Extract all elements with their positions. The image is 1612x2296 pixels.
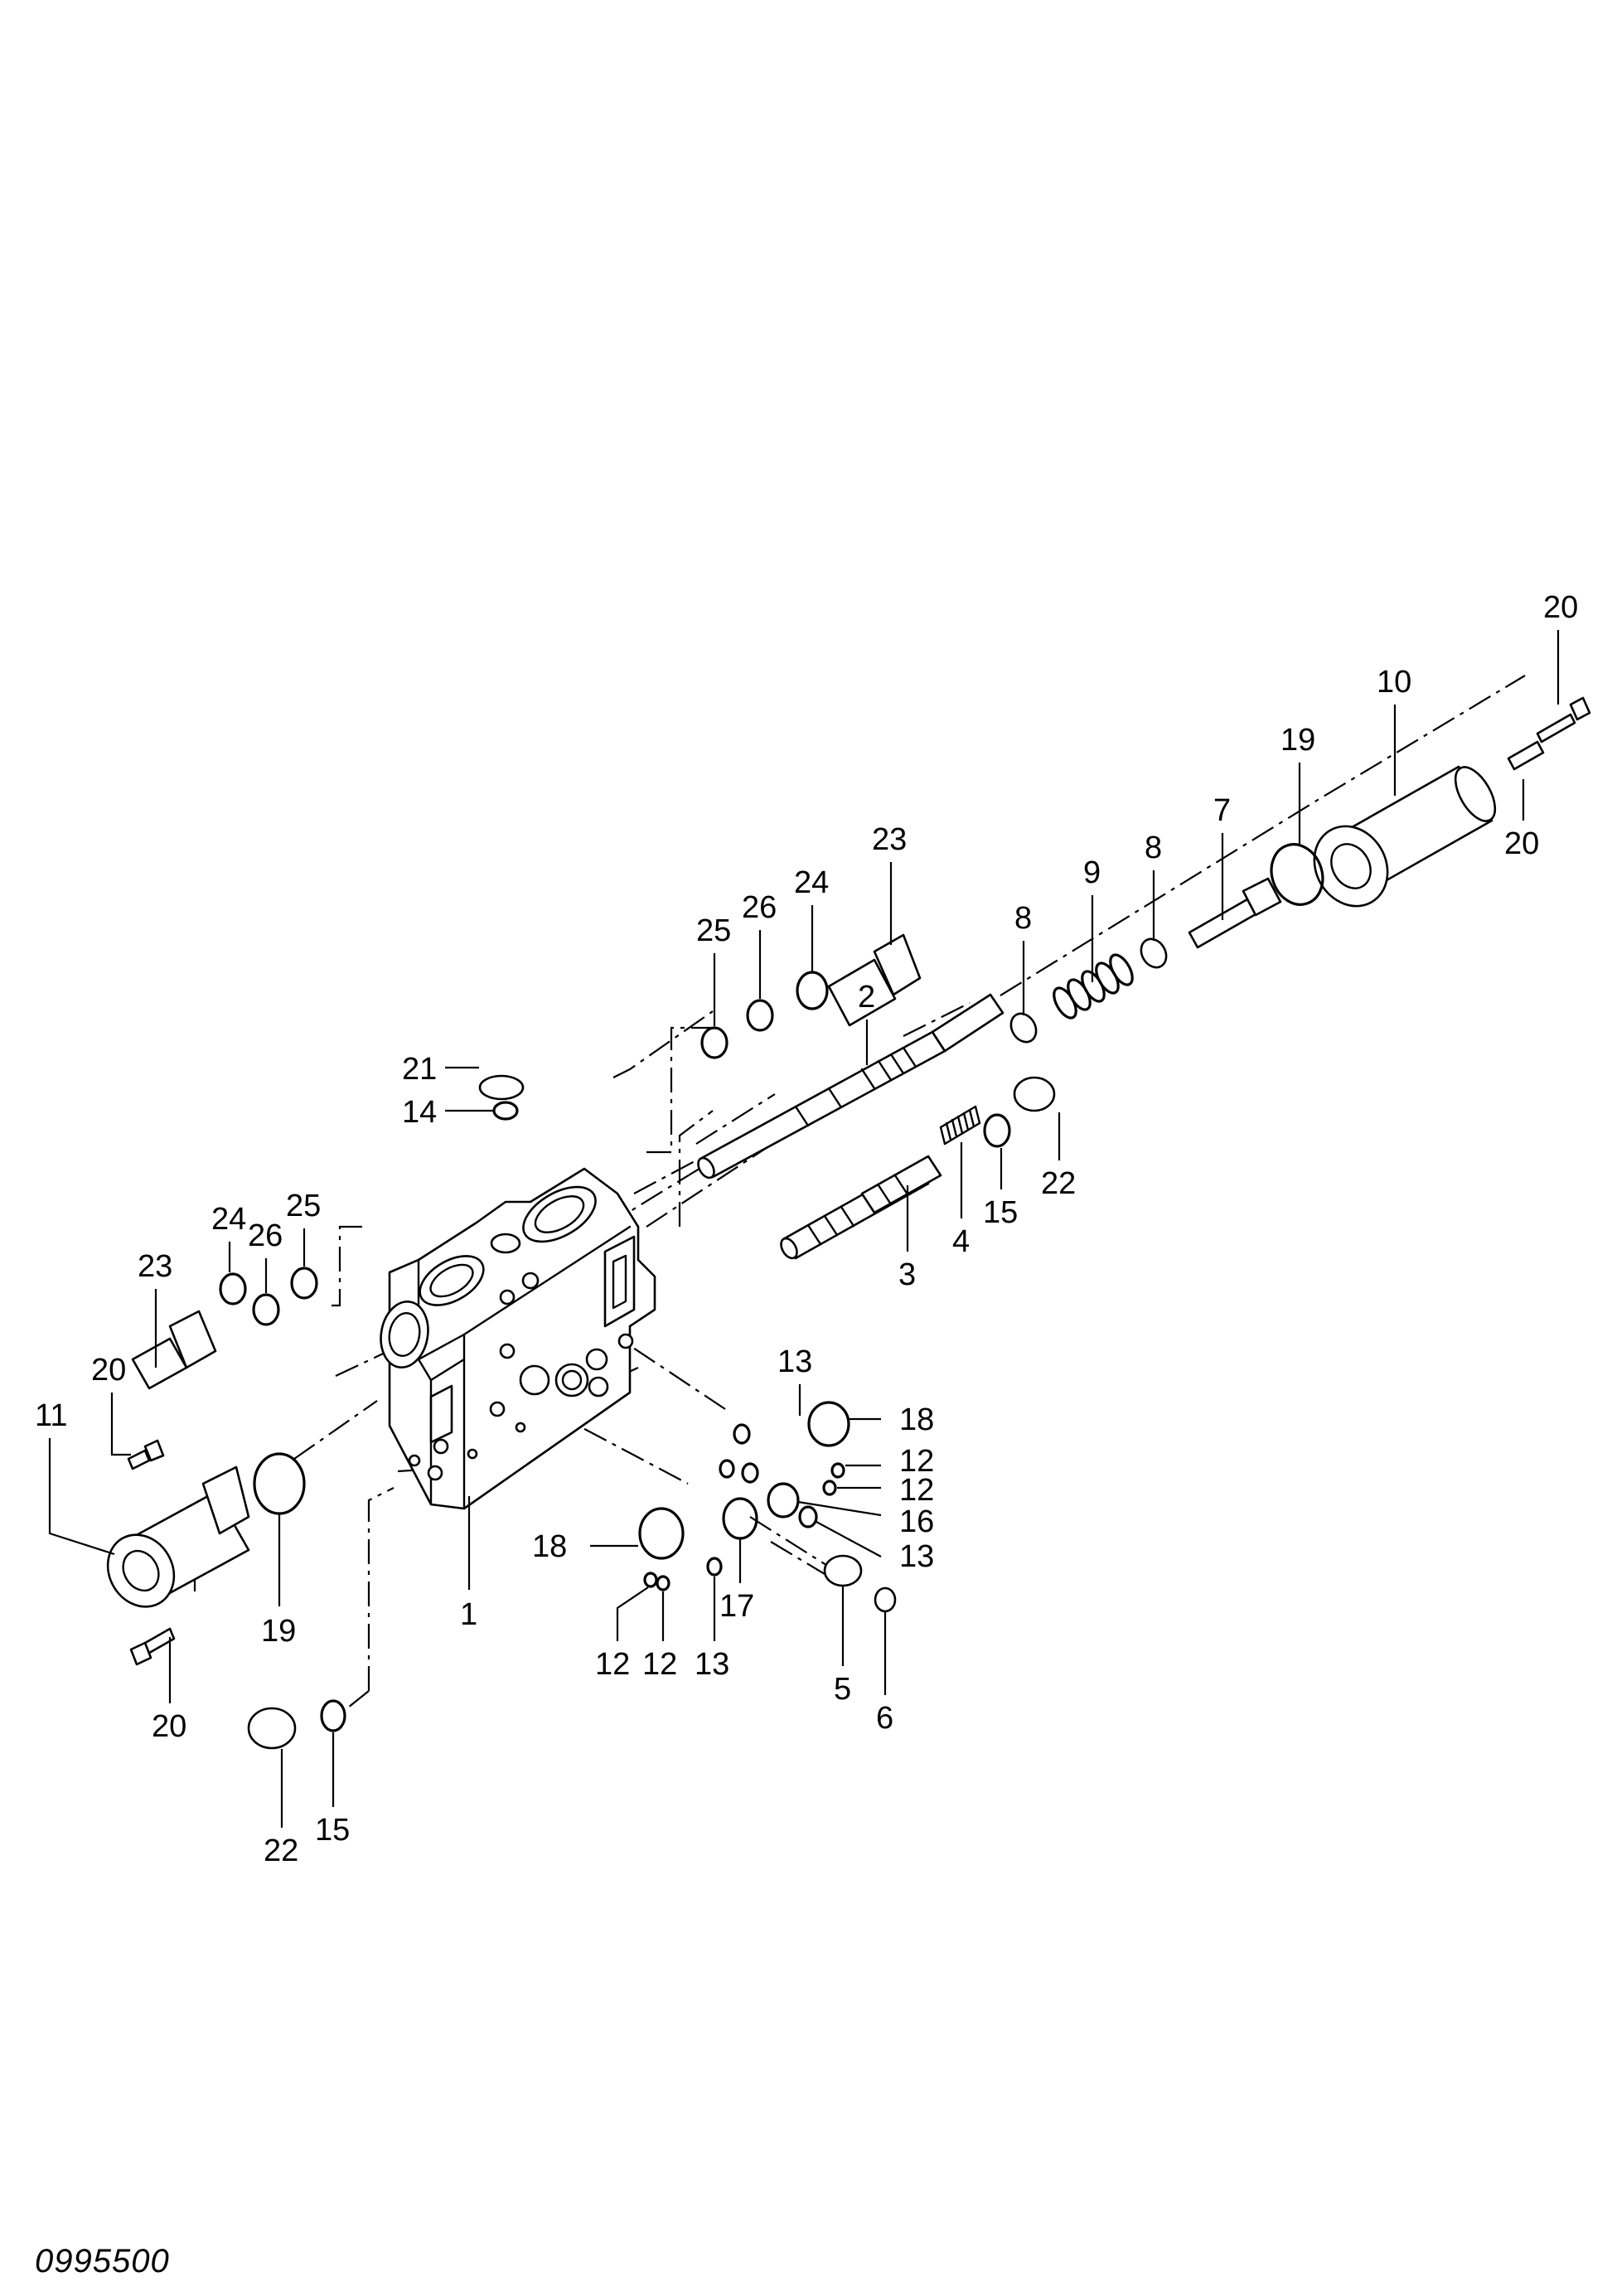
- callout-15: 15: [315, 1813, 350, 1848]
- callout-25: 25: [286, 1189, 321, 1223]
- callout-8: 8: [1014, 901, 1032, 936]
- valve-housing: [380, 1167, 656, 1510]
- callout-8: 8: [1145, 831, 1162, 865]
- callout-9: 9: [1083, 855, 1101, 890]
- callout-2: 2: [858, 980, 875, 1015]
- stopper-bolt: [1188, 877, 1282, 949]
- left-cover: [106, 1465, 250, 1608]
- callout-12: 12: [642, 1647, 677, 1682]
- leader-lines: [48, 630, 1560, 1828]
- callout-6: 6: [876, 1701, 893, 1736]
- callout-20: 20: [152, 1709, 186, 1744]
- callout-19: 19: [1280, 723, 1315, 758]
- callout-21: 21: [402, 1052, 437, 1087]
- callout-24: 24: [794, 865, 829, 900]
- callout-12: 12: [899, 1444, 934, 1479]
- callout-20: 20: [1543, 590, 1578, 625]
- plug-23-left: [131, 1310, 217, 1390]
- callout-20: 20: [91, 1353, 126, 1388]
- callout-13: 13: [899, 1539, 934, 1574]
- callout-12: 12: [899, 1473, 934, 1508]
- callout-12: 12: [595, 1647, 630, 1682]
- callout-18: 18: [532, 1529, 567, 1564]
- callout-16: 16: [899, 1504, 934, 1539]
- callout-labels: 20 10 19 20 7 8 9 8 23 24 26 25 2 21 14 …: [35, 590, 1578, 1868]
- callout-25: 25: [696, 913, 731, 948]
- callout-15: 15: [983, 1195, 1018, 1230]
- callout-4: 4: [952, 1224, 970, 1259]
- callout-20: 20: [1504, 826, 1539, 861]
- callout-3: 3: [898, 1257, 916, 1292]
- drawing-number: 0995500: [35, 2243, 170, 2279]
- o-rings: [219, 843, 1324, 1732]
- callout-26: 26: [248, 1218, 283, 1253]
- load-spool: [780, 1155, 942, 1260]
- callout-18: 18: [899, 1402, 934, 1437]
- callout-5: 5: [834, 1672, 851, 1707]
- misc-plugs: [247, 1074, 1056, 1750]
- callout-19: 19: [261, 1614, 296, 1649]
- callout-13: 13: [777, 1344, 812, 1379]
- callout-22: 22: [1041, 1166, 1076, 1201]
- cap-screws: [127, 696, 1591, 1666]
- callout-17: 17: [719, 1589, 754, 1624]
- callout-13: 13: [695, 1647, 729, 1682]
- plug-23-right: [827, 933, 922, 1027]
- callout-1: 1: [460, 1597, 477, 1632]
- assembly-centerlines: [193, 675, 1526, 1708]
- spring-seats: [1009, 937, 1168, 1044]
- callout-23: 23: [138, 1249, 172, 1284]
- spring-9: [1053, 953, 1134, 1020]
- callout-22: 22: [264, 1833, 298, 1868]
- callout-26: 26: [742, 890, 777, 925]
- spring-cover: [1313, 765, 1497, 908]
- callout-24: 24: [211, 1202, 246, 1237]
- main-spool: [697, 993, 1004, 1179]
- callout-11: 11: [35, 1398, 67, 1433]
- callout-14: 14: [402, 1095, 437, 1130]
- callout-7: 7: [1213, 793, 1231, 828]
- spring-4: [939, 1105, 981, 1146]
- callout-23: 23: [872, 822, 907, 857]
- callout-10: 10: [1377, 665, 1411, 700]
